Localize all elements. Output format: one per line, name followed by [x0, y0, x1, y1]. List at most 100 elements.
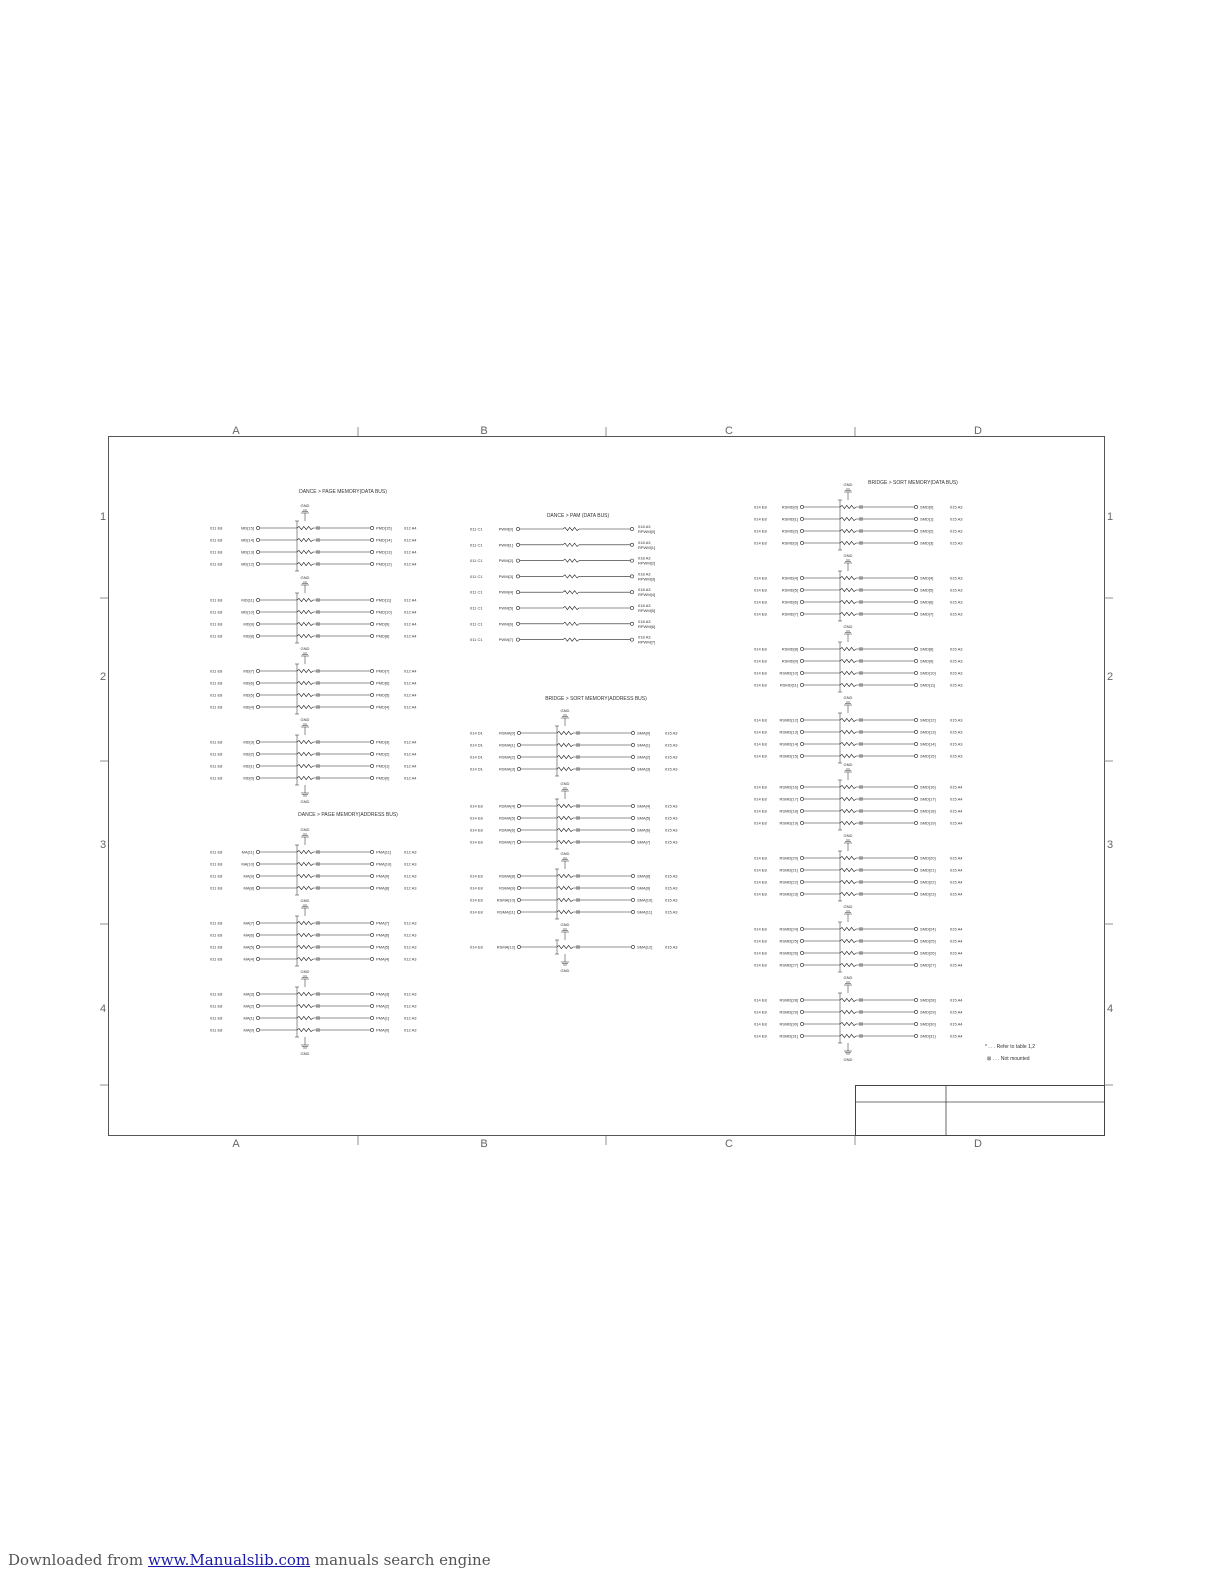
sheet-ref-right: 012 A3 — [404, 921, 417, 926]
net-label-left: RSMA[1] — [499, 743, 515, 748]
connector-pin — [370, 693, 374, 697]
net-label-right: SMD[0] — [920, 505, 933, 510]
net-label-left: RSMD[21] — [780, 868, 798, 873]
connector-pin — [370, 874, 374, 878]
connector-pin — [914, 576, 918, 580]
net-label-right: SMD[18] — [920, 809, 936, 814]
net-label-left: RSMD[29] — [780, 1010, 798, 1015]
connector-pin — [800, 927, 804, 931]
connector-pin — [914, 647, 918, 651]
sheet-ref-right: 012 A4 — [404, 740, 417, 745]
connector-pin — [256, 957, 260, 961]
resistor — [839, 867, 857, 873]
sheet-ref-right: 012 A4 — [404, 764, 417, 769]
sheet-ref-left: 011 C1 — [470, 590, 483, 595]
gnd-label: GND — [561, 851, 570, 856]
net-label-left: RSMD[11] — [780, 683, 798, 688]
net-label-right: SMA[12] — [637, 945, 652, 950]
net-label-left: MA[2] — [244, 1004, 254, 1009]
net-label-left: RSMD[1] — [782, 517, 798, 522]
connector-pin — [517, 731, 521, 735]
gnd-label: GND — [844, 624, 853, 629]
net-label-right: RPWM[0] — [638, 529, 655, 534]
net-label-right: SMA[8] — [637, 874, 650, 879]
sheet-ref-right: 015 A3 — [950, 529, 963, 534]
sheet-ref-right: 015 A3 — [950, 683, 963, 688]
net-label-left: RSMD[23] — [780, 892, 798, 897]
connector-pin — [630, 558, 634, 563]
resistor — [562, 637, 580, 642]
connector-pin — [516, 606, 520, 610]
connector-pin — [914, 892, 918, 896]
sheet-ref-right: 015 A3 — [665, 767, 678, 772]
sheet-ref-left: 011 E8 — [210, 634, 223, 639]
net-label-left: MA[4] — [244, 957, 254, 962]
sheet-ref-right: 012 A4 — [404, 622, 417, 627]
sheet-ref-left: 011 E8 — [210, 669, 223, 674]
connector-pin — [370, 610, 374, 614]
sheet-ref-right: 012 A3 — [404, 862, 417, 867]
sheet-ref-right: 015 A4 — [950, 880, 963, 885]
sheet-ref-right: 015 A3 — [665, 755, 678, 760]
net-label-right: PMD[8] — [376, 634, 389, 639]
resistor — [296, 944, 314, 950]
footer-link[interactable]: www.Manualslib.com — [147, 1551, 311, 1569]
connector-pin — [800, 880, 804, 884]
net-label-right: SMD[14] — [920, 742, 936, 747]
resistor — [839, 1009, 857, 1015]
connector-pin — [914, 797, 918, 801]
sheet-ref-left: 014 E8 — [754, 868, 767, 873]
net-label-right: SMA[3] — [637, 767, 650, 772]
gnd-label: GND — [844, 904, 853, 909]
connector-pin — [256, 945, 260, 949]
sheet-ref-left: 014 E8 — [470, 910, 483, 915]
net-label-right: PMA[7] — [376, 921, 389, 926]
gnd-label: GND — [301, 898, 310, 903]
resistor — [296, 668, 314, 674]
sheet-frame — [108, 436, 1105, 1136]
connector-pin — [517, 840, 521, 844]
section-headings: DANCE > PAGE MEMORY(DATA BUS) DANCE > PA… — [298, 480, 958, 818]
connector-pin — [914, 963, 918, 967]
sheet-ref-right: 012 A4 — [404, 562, 417, 567]
gnd-label: GND — [561, 968, 570, 973]
connector-pin — [256, 862, 260, 866]
sheet-ref-left: 014 E8 — [754, 785, 767, 790]
sheet-ref-right: 015 A3 — [665, 828, 678, 833]
net-label-right: SMD[15] — [920, 754, 936, 759]
connector-pin — [800, 505, 804, 509]
resistor — [296, 991, 314, 997]
net-label-left: RSMA[6] — [499, 828, 515, 833]
net-label-left: MA[3] — [244, 992, 254, 997]
connector-pin — [370, 776, 374, 780]
connector-pin — [370, 705, 374, 709]
net-label-left: RSMD[18] — [780, 809, 798, 814]
connector-pin — [517, 804, 521, 808]
resistor — [562, 542, 580, 547]
zone-row-label-right: 4 — [1107, 1003, 1113, 1015]
resistor — [839, 682, 857, 688]
net-label-left: MD[10] — [241, 610, 254, 615]
connector-pin — [914, 821, 918, 825]
connector-pin — [631, 840, 635, 844]
net-label-left: MD[2] — [243, 752, 254, 757]
net-label-right: SMD[10] — [920, 671, 936, 676]
net-label-right: PMD[4] — [376, 705, 389, 710]
resistor — [839, 658, 857, 664]
connector-pin — [370, 526, 374, 530]
sheet-ref-left: 011 E8 — [210, 945, 223, 950]
net-label-left: RSMD[17] — [780, 797, 798, 802]
connector-pin — [800, 939, 804, 943]
resistor — [296, 549, 314, 555]
connector-pin — [256, 669, 260, 673]
connector-pin — [256, 562, 260, 566]
net-label-right: SMD[26] — [920, 951, 936, 956]
net-label-right: SMD[7] — [920, 612, 933, 617]
net-label-right: SMD[24] — [920, 927, 936, 932]
sheet-ref-left: 011 C1 — [470, 542, 483, 547]
sheet-ref-right: 015 A3 — [950, 612, 963, 617]
section-title-dance-page-data: DANCE > PAGE MEMORY(DATA BUS) — [299, 489, 387, 495]
sheet-ref-left: 011 E8 — [210, 933, 223, 938]
zone-row-label-right: 1 — [1107, 511, 1113, 523]
